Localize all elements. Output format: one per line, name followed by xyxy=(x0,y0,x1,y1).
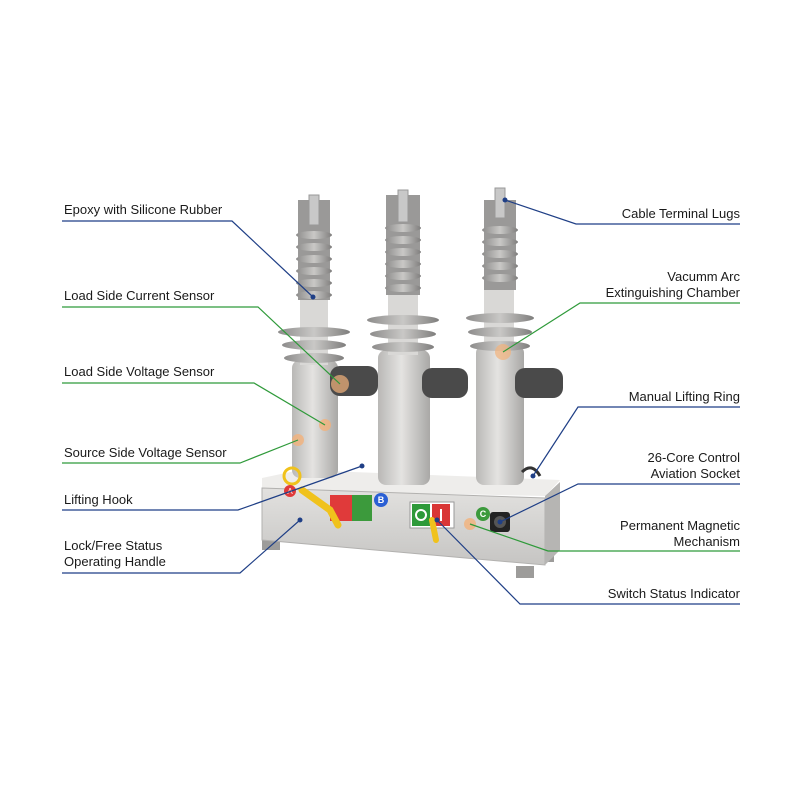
label-operating-handle-line2: Operating Handle xyxy=(64,554,166,569)
leader-epoxy xyxy=(62,220,314,298)
phase-column-c xyxy=(466,187,563,485)
label-manual-lifting-ring: Manual Lifting Ring xyxy=(628,389,740,404)
label-magnetic-mechanism-line1: Permanent Magnetic xyxy=(620,518,740,533)
label-operating-handle: Lock/Free Status Operating Handle xyxy=(64,538,166,570)
leader-handle xyxy=(62,519,301,574)
label-switch-status-indicator: Switch Status Indicator xyxy=(607,586,740,601)
leader-vacuum xyxy=(502,302,740,353)
leader-lifting-ring xyxy=(532,406,740,477)
svg-text:C: C xyxy=(480,509,487,519)
leader-lines-right xyxy=(434,197,740,605)
close-indicator-panel xyxy=(352,495,372,521)
phase-column-a xyxy=(278,194,378,478)
svg-text:B: B xyxy=(378,495,385,505)
leader-lifting-hook xyxy=(62,465,363,511)
label-lifting-hook: Lifting Hook xyxy=(64,492,133,507)
label-aviation-socket: 26-Core Control Aviation Socket xyxy=(648,450,741,482)
label-vacuum-arc: Vacumm Arc Extinguishing Chamber xyxy=(606,269,740,301)
label-magnetic-mechanism: Permanent Magnetic Mechanism xyxy=(620,518,740,550)
lifting-ring xyxy=(520,466,542,477)
phase-marker-c xyxy=(476,507,490,521)
label-load-voltage-sensor: Load Side Voltage Sensor xyxy=(64,364,215,379)
label-vacuum-arc-line1: Vacumm Arc xyxy=(667,269,740,284)
label-aviation-socket-line1: 26-Core Control xyxy=(647,450,741,465)
label-epoxy: Epoxy with Silicone Rubber xyxy=(64,202,223,217)
leader-source-voltage xyxy=(62,439,299,464)
leader-status xyxy=(436,519,740,605)
leader-load-voltage xyxy=(62,382,326,426)
label-vacuum-arc-line2: Extinguishing Chamber xyxy=(605,285,740,300)
label-cable-terminal-lugs: Cable Terminal Lugs xyxy=(621,206,740,221)
leader-lines-left xyxy=(62,220,365,574)
leader-load-current xyxy=(62,306,341,385)
label-magnetic-mechanism-line2: Mechanism xyxy=(673,534,740,549)
operating-handle-yellow xyxy=(298,486,342,529)
label-load-current-sensor: Load Side Current Sensor xyxy=(64,288,215,303)
leader-socket xyxy=(499,483,740,523)
phase-column-b xyxy=(367,189,468,485)
label-source-voltage-sensor: Source Side Voltage Sensor xyxy=(64,445,227,460)
label-aviation-socket-line2: Aviation Socket xyxy=(650,466,740,481)
phase-marker-b xyxy=(374,493,388,507)
leader-cable-lugs xyxy=(504,199,740,225)
label-operating-handle-line1: Lock/Free Status xyxy=(64,538,163,553)
leader-magnet xyxy=(469,523,740,552)
